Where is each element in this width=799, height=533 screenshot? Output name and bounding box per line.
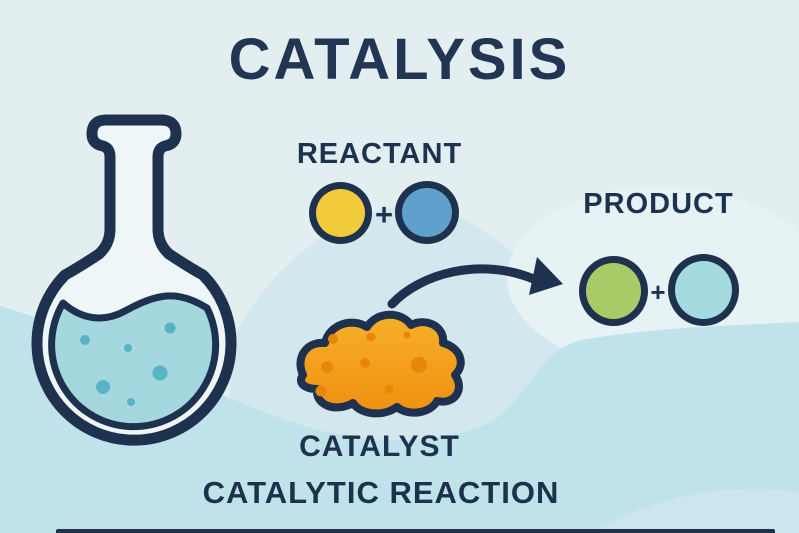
reactant-molecule-yellow-icon	[309, 182, 372, 244]
catalyst-blob-icon	[296, 310, 465, 418]
bubbles	[80, 322, 176, 406]
catalyst-label: CATALYST	[299, 430, 460, 463]
caption-text: CATALYTIC REACTION	[202, 475, 560, 510]
reactant-label: REACTANT	[296, 138, 463, 170]
bottom-border-line	[56, 529, 775, 533]
product-label: PRODUCT	[583, 188, 734, 220]
reactant-molecule-blue-icon	[395, 181, 459, 244]
page-title: CATALYSIS	[228, 27, 571, 92]
catalyst-spots	[315, 331, 427, 397]
product-plus-sign: +	[650, 277, 666, 307]
product-molecule-green-icon	[579, 256, 648, 326]
product-molecule-cyan-icon	[668, 254, 739, 326]
flask-icon	[31, 114, 237, 446]
reactant-plus-sign: +	[374, 197, 394, 232]
